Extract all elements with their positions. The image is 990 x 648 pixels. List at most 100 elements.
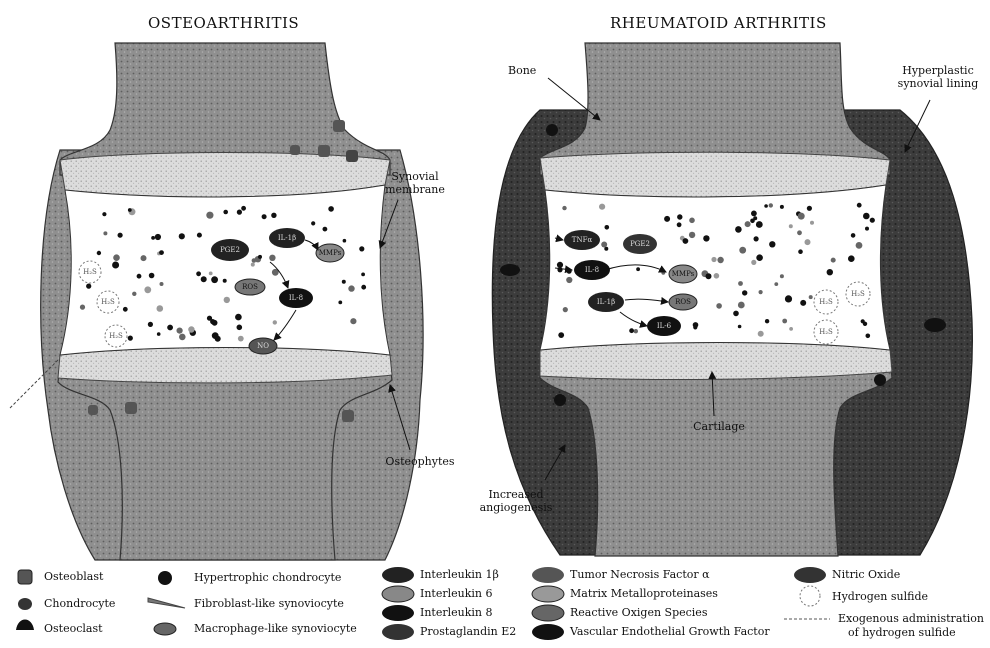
cell-dot xyxy=(782,319,787,324)
ra-upper-cartilage xyxy=(540,152,890,197)
cell-dot xyxy=(196,271,201,276)
oa-h2s-text: H₂S xyxy=(106,330,126,343)
oa-mmps-text: MMPs xyxy=(316,247,344,260)
cell-dot xyxy=(251,263,255,267)
oa-lower-cartilage xyxy=(58,348,392,383)
osteoblast-legend-icon xyxy=(18,570,32,584)
ra-lower-cartilage xyxy=(540,343,892,380)
cell-dot xyxy=(167,325,173,331)
cell-dot xyxy=(848,255,855,262)
cell-dot xyxy=(689,218,695,224)
oa-osteoblast xyxy=(342,410,354,422)
label-angio-line2: angiogenesis xyxy=(466,501,566,514)
cell-dot xyxy=(733,311,739,317)
ra-synovial-cell xyxy=(546,124,558,136)
legend-tnfa: Tumor Necrosis Factor α xyxy=(570,568,710,581)
legend-osteoblast: Osteoblast xyxy=(44,570,103,583)
cell-dot xyxy=(157,332,161,336)
legend-hydrogen-sulfide: Hydrogen sulfide xyxy=(832,590,928,603)
osteoclast-legend-icon xyxy=(16,620,34,631)
cell-dot xyxy=(311,221,315,225)
ra-ros-text: ROS xyxy=(669,296,697,309)
cell-dot xyxy=(774,282,778,286)
cell-dot xyxy=(807,206,812,211)
cell-dot xyxy=(144,286,151,293)
ra-synovial-cell xyxy=(554,394,566,406)
cell-dot xyxy=(113,254,120,261)
cell-dot xyxy=(636,267,640,271)
ra-il8-text: IL-8 xyxy=(576,264,608,277)
label-angio-line1: Increased xyxy=(466,488,566,501)
legend-osteoclast: Osteoclast xyxy=(44,622,103,635)
oa-h2s-text: H₂S xyxy=(98,296,118,309)
cell-dot xyxy=(157,305,164,312)
cell-dot xyxy=(599,204,605,210)
cell-dot xyxy=(209,272,213,276)
cell-dot xyxy=(223,279,227,283)
cell-dot xyxy=(765,319,769,323)
cell-dot xyxy=(86,284,91,289)
cell-dot xyxy=(223,210,228,215)
cell-dot xyxy=(350,318,356,324)
mmps-legend-icon xyxy=(532,586,564,602)
cell-dot xyxy=(831,258,836,263)
cell-dot xyxy=(756,254,763,261)
cell-dot xyxy=(764,204,768,208)
cell-dot xyxy=(563,307,568,312)
legend-vegf: Vascular Endothelial Growth Factor xyxy=(570,625,770,638)
cell-dot xyxy=(601,242,607,248)
cell-dot xyxy=(866,334,871,339)
cell-dot xyxy=(342,280,346,284)
oa-osteoblast xyxy=(318,145,330,157)
fibroblast-legend-icon xyxy=(148,598,185,608)
cell-dot xyxy=(348,285,354,291)
cell-dot xyxy=(177,328,183,334)
cell-dot xyxy=(558,332,564,338)
cell-dot xyxy=(865,227,869,231)
no-legend-icon xyxy=(794,567,826,583)
cell-dot xyxy=(128,336,133,341)
cell-dot xyxy=(769,241,775,247)
cell-dot xyxy=(735,226,742,233)
cell-dot xyxy=(179,334,186,341)
cell-dot xyxy=(159,250,164,255)
cell-dot xyxy=(103,231,107,235)
cell-dot xyxy=(769,203,773,207)
cell-dot xyxy=(258,255,262,259)
label-synovial-line1: Synovial xyxy=(380,170,450,183)
oa-h2s-text: H₂S xyxy=(80,266,100,279)
tnfa-legend-icon xyxy=(532,567,564,583)
cell-dot xyxy=(739,247,746,254)
cell-dot xyxy=(634,329,638,333)
oa-osteoblast xyxy=(346,150,358,162)
cell-dot xyxy=(738,302,745,309)
cell-dot xyxy=(756,221,763,228)
cell-dot xyxy=(118,233,123,238)
cell-dot xyxy=(750,219,755,224)
il8-legend-icon xyxy=(382,605,414,621)
cell-dot xyxy=(273,320,277,324)
oa-joint xyxy=(10,43,423,560)
label-hyperplastic-line1: Hyperplastic xyxy=(890,64,986,77)
cell-dot xyxy=(856,242,863,249)
ra-synovial-cell xyxy=(874,374,886,386)
cell-dot xyxy=(751,260,756,265)
ra-synovial-cell xyxy=(500,264,520,276)
il6-legend-icon xyxy=(382,586,414,602)
cell-dot xyxy=(810,221,814,225)
cell-dot xyxy=(677,222,682,227)
cell-dot xyxy=(857,203,862,208)
cell-dot xyxy=(328,206,334,212)
label-osteophytes: Osteophytes xyxy=(380,455,460,468)
cell-dot xyxy=(179,233,185,239)
cell-dot xyxy=(211,276,218,283)
cell-dot xyxy=(738,281,743,286)
cell-dot xyxy=(827,269,833,275)
legend-il1b: Interleukin 1β xyxy=(420,568,499,581)
oa-osteoblast xyxy=(333,120,345,132)
label-increased-angiogenesis: Increased angiogenesis xyxy=(466,488,566,514)
cell-dot xyxy=(863,213,870,220)
legend-il8: Interleukin 8 xyxy=(420,606,493,619)
cell-dot xyxy=(754,236,759,241)
cell-dot xyxy=(188,326,194,332)
